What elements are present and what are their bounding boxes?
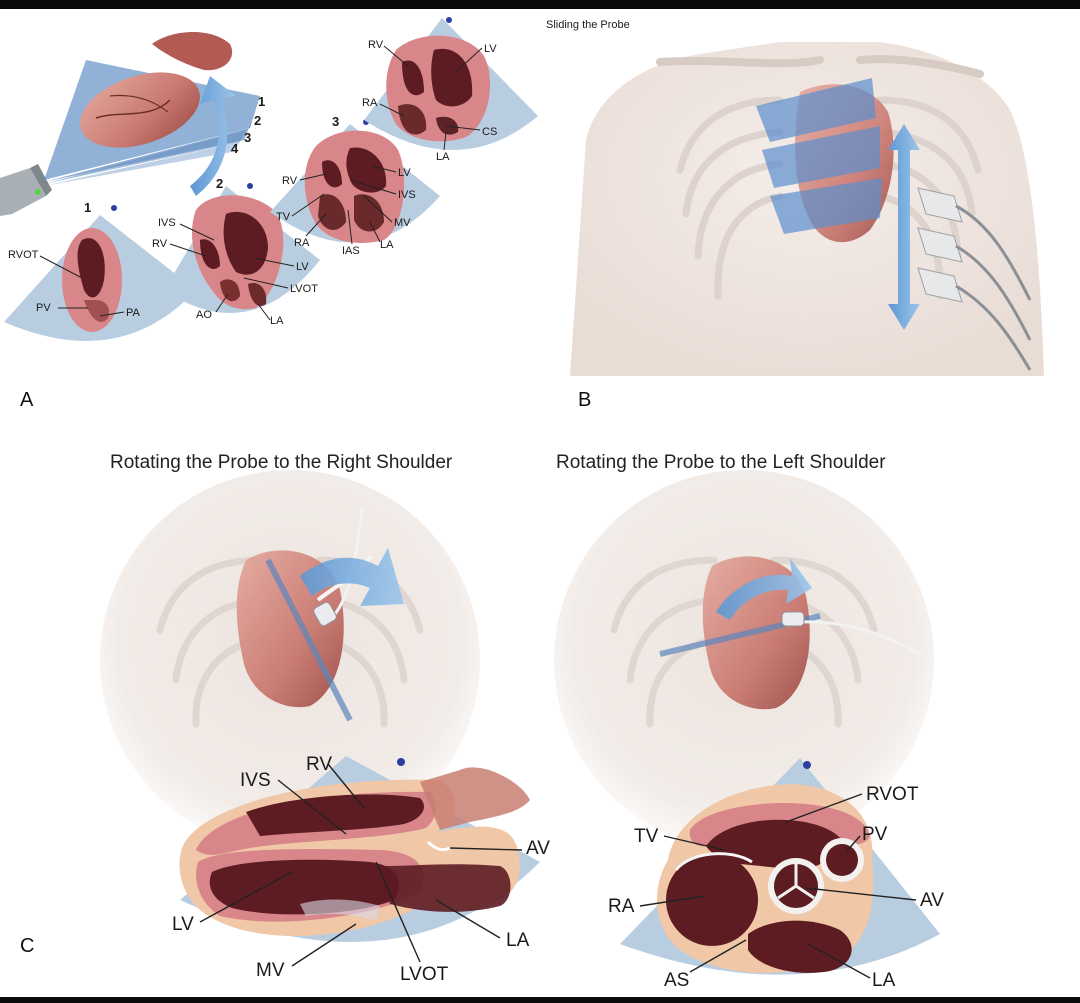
plane-number-3: 3	[244, 130, 251, 145]
panel-b-title: Sliding the Probe	[546, 19, 630, 31]
label-pv-c-right: PV	[862, 824, 888, 845]
panel-letter-c: C	[20, 935, 34, 957]
probe-a	[0, 164, 52, 216]
orientation-dot-2	[247, 183, 253, 189]
psax-view: RVOT TV PV RA AV AS LA	[608, 758, 944, 991]
label-lv-a4: LV	[484, 43, 497, 55]
label-la-a4: LA	[436, 151, 450, 163]
panel-c-right-title: Rotating the Probe to the Left Shoulder	[556, 452, 886, 473]
plane-number-1: 1	[258, 94, 265, 109]
view-1-number: 1	[84, 200, 91, 215]
plane-number-4: 4	[231, 141, 239, 156]
label-ivs-c-left: IVS	[240, 770, 271, 791]
view-3-number: 3	[332, 114, 339, 129]
panel-letter-b: B	[578, 389, 591, 411]
label-la-a2: LA	[270, 315, 284, 327]
panel-letter-a: A	[20, 389, 34, 411]
bottom-border	[0, 997, 1080, 1003]
orientation-dot-1	[111, 205, 117, 211]
label-tv-c-right: TV	[634, 826, 659, 847]
torso-c-right	[554, 470, 934, 850]
label-mv-a3: MV	[394, 217, 411, 229]
label-rvot-a1: RVOT	[8, 249, 39, 261]
view-3: 3 RV LV IVS TV MV RA IAS LA	[270, 114, 440, 257]
label-ias-a3: IAS	[342, 245, 360, 257]
label-la-c-left: LA	[506, 930, 530, 951]
heart-a	[80, 31, 233, 148]
panel-c-left-title: Rotating the Probe to the Right Shoulder	[110, 452, 453, 473]
label-lv-a2: LV	[296, 261, 309, 273]
plane-number-2: 2	[254, 113, 261, 128]
label-ao-a2: AO	[196, 309, 212, 321]
label-as-c-right: AS	[664, 970, 689, 991]
label-ra-c-right: RA	[608, 896, 635, 917]
label-la-c-right: LA	[872, 970, 896, 991]
label-rv-a2: RV	[152, 238, 168, 250]
label-lv-a3: LV	[398, 167, 411, 179]
label-rvot-c-right: RVOT	[866, 784, 919, 805]
view-1: 1 RVOT PV PA	[4, 200, 196, 341]
label-ivs-a2: IVS	[158, 217, 176, 229]
label-lvot-c-left: LVOT	[400, 964, 449, 985]
scan-planes-b	[756, 78, 882, 234]
panel-b: Sliding the Probe	[546, 19, 1044, 411]
plax-view: RV IVS AV LV LA MV LVOT	[172, 754, 550, 985]
label-ivs-a3: IVS	[398, 189, 416, 201]
label-rv-a4: RV	[368, 39, 384, 51]
label-rv-a3: RV	[282, 175, 298, 187]
probes-b	[917, 187, 1032, 371]
panel-c: Rotating the Probe to the Right Shoulder…	[20, 452, 944, 991]
label-ra-a4: RA	[362, 97, 378, 109]
label-la-a3: LA	[380, 239, 394, 251]
label-pv-a1: PV	[36, 302, 51, 314]
rotate-arrow-a	[190, 76, 236, 196]
orientation-dot-4	[446, 17, 452, 23]
orientation-dot-c-left	[397, 758, 405, 766]
orientation-dot-c-right	[803, 761, 811, 769]
label-ra-a3: RA	[294, 237, 310, 249]
view-4: RV LV RA CS LA	[362, 17, 538, 163]
label-pa-a1: PA	[126, 307, 141, 319]
slide-arrow-b	[888, 124, 920, 330]
label-tv-a3: TV	[276, 211, 291, 223]
label-lvot-a2: LVOT	[290, 283, 318, 295]
label-mv-c-left: MV	[256, 960, 285, 981]
label-cs-a4: CS	[482, 126, 497, 138]
label-av-c-right: AV	[920, 890, 944, 911]
label-av-c-left: AV	[526, 838, 550, 859]
label-rv-c-left: RV	[306, 754, 332, 775]
torso-c-left	[100, 470, 480, 850]
view-2: 2 IVS RV LV LVOT AO LA	[152, 176, 320, 327]
top-border	[0, 0, 1080, 9]
view-2-number: 2	[216, 176, 223, 191]
panel-a: 1 2 3 4 1 RVOT PV PA 2	[0, 17, 538, 411]
label-lv-c-left: LV	[172, 914, 194, 935]
